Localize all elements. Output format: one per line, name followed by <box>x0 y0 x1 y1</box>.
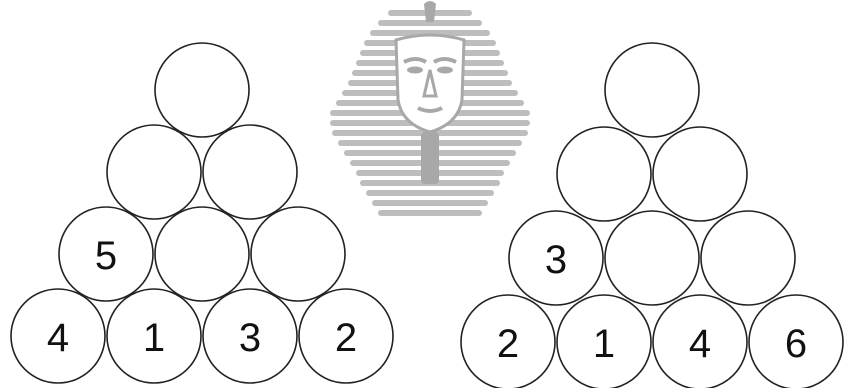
pyramid-cell[interactable] <box>155 43 249 137</box>
cell-value: 2 <box>497 322 519 366</box>
pyramid-cell[interactable]: 4 <box>11 289 105 383</box>
cell-circle <box>605 211 699 305</box>
pyramid-cell[interactable] <box>605 211 699 305</box>
pyramid-cell[interactable]: 5 <box>59 207 153 301</box>
pyramid-cell[interactable]: 4 <box>653 295 747 388</box>
pyramid-cell[interactable]: 2 <box>299 289 393 383</box>
pyramid-cell[interactable] <box>605 43 699 137</box>
pyramid-cell[interactable] <box>107 125 201 219</box>
cell-value: 1 <box>143 316 165 360</box>
cell-circle <box>203 125 297 219</box>
cell-circle <box>155 207 249 301</box>
cell-circle <box>107 125 201 219</box>
cell-circle <box>701 211 795 305</box>
pyramid-cell[interactable] <box>155 207 249 301</box>
pyramid-cell[interactable]: 3 <box>203 289 297 383</box>
cell-value: 5 <box>95 234 117 278</box>
cell-value: 3 <box>545 238 567 282</box>
pharaoh-head-icon <box>330 1 530 216</box>
cell-circle <box>605 43 699 137</box>
cell-circle <box>251 207 345 301</box>
right-pyramid: 32 1 4 6 <box>461 43 843 388</box>
left-pyramid: 54 1 3 2 <box>11 43 393 383</box>
pyramid-cell[interactable]: 1 <box>557 295 651 388</box>
cell-circle <box>653 127 747 221</box>
pyramid-cell[interactable] <box>557 127 651 221</box>
pyramid-cell[interactable] <box>203 125 297 219</box>
cell-value: 6 <box>785 322 807 366</box>
pyramid-cell[interactable] <box>653 127 747 221</box>
pyramid-cell[interactable]: 6 <box>749 295 843 388</box>
cell-circle <box>155 43 249 137</box>
cell-value: 2 <box>335 316 357 360</box>
cell-circle <box>557 127 651 221</box>
cell-value: 3 <box>239 316 261 360</box>
pyramid-cell[interactable]: 1 <box>107 289 201 383</box>
cell-value: 1 <box>593 322 615 366</box>
pyramid-cell[interactable]: 3 <box>509 211 603 305</box>
pyramid-cell[interactable]: 2 <box>461 295 555 388</box>
pyramid-cell[interactable] <box>701 211 795 305</box>
pyramid-cell[interactable] <box>251 207 345 301</box>
cell-value: 4 <box>47 316 69 360</box>
cell-value: 4 <box>689 322 711 366</box>
